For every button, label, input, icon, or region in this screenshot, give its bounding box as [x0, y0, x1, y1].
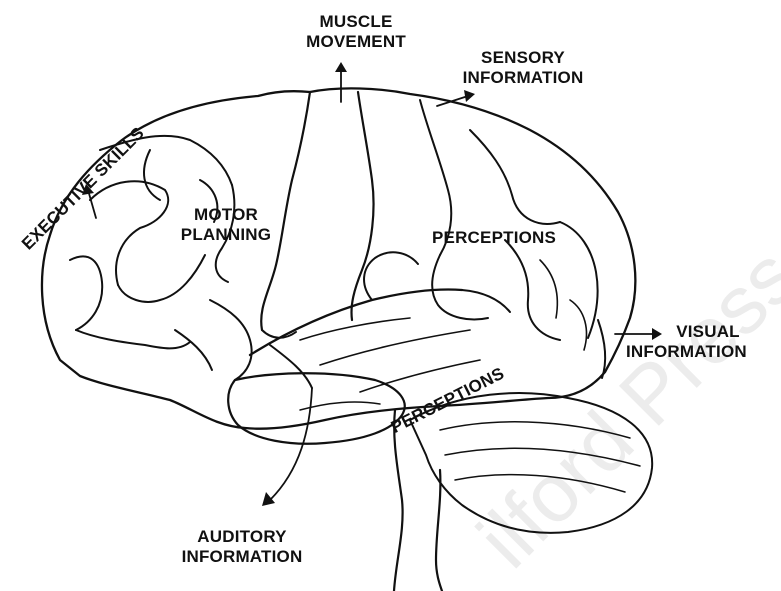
visual-label-line2: INFORMATION [626, 342, 778, 362]
visual-information-label: VISUAL INFORMATION [648, 322, 778, 362]
auditory-information-label: AUDITORY INFORMATION [172, 527, 312, 567]
motor-planning-label: MOTOR PLANNING [176, 205, 276, 245]
muscle-label-line1: MUSCLE [296, 12, 416, 32]
temporal-lobe [228, 373, 405, 444]
sensory-information-label: SENSORY INFORMATION [458, 48, 588, 88]
sensory-label-line2: INFORMATION [458, 68, 588, 88]
motor-label-line2: PLANNING [176, 225, 276, 245]
cerebellum [410, 393, 652, 533]
motor-label-line1: MOTOR [176, 205, 276, 225]
perceptions-upper-label: PERCEPTIONS [432, 228, 556, 248]
auditory-label-line1: AUDITORY [172, 527, 312, 547]
visual-label-line1: VISUAL [648, 322, 768, 342]
auditory-information-arrow [262, 388, 312, 506]
muscle-movement-arrow [335, 62, 347, 102]
auditory-label-line2: INFORMATION [172, 547, 312, 567]
muscle-movement-label: MUSCLE MOVEMENT [296, 12, 416, 52]
sensory-label-line1: SENSORY [458, 48, 588, 68]
muscle-label-line2: MOVEMENT [296, 32, 416, 52]
lateral-fissure [250, 289, 462, 355]
